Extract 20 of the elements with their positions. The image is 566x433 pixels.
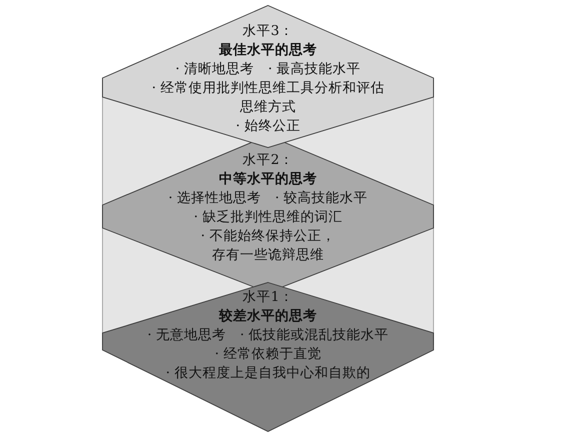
level-title: 最佳水平的思考 xyxy=(219,41,317,60)
level-label: 水平1： xyxy=(242,288,294,307)
level-label: 水平2： xyxy=(242,151,294,170)
bullet-point: · 经常依赖于直觉 xyxy=(214,345,322,364)
level-title: 较差水平的思考 xyxy=(219,307,317,326)
bullet-point: · 较高技能水平 xyxy=(275,189,368,208)
bullet-point: · 始终公正 xyxy=(236,117,300,136)
bullet-point: · 经常使用批判性思维工具分析和评估思维方式 xyxy=(150,79,386,117)
bullet-point: · 很大程度上是自我中心和自欺的 xyxy=(166,364,370,383)
bullet-point: · 不能始终保持公正，存有一些诡辩思维 xyxy=(200,227,336,265)
level-diamond xyxy=(102,282,434,432)
bullet-point: · 缺乏批判性思维的词汇 xyxy=(194,208,342,227)
bullet-point: · 最高技能水平 xyxy=(268,60,361,79)
level-diamond xyxy=(102,5,434,148)
bullet-point: · 低技能或混乱技能水平 xyxy=(240,326,389,345)
level-title: 中等水平的思考 xyxy=(219,170,317,189)
bullet-point: · 选择性地思考 xyxy=(168,189,261,208)
bullet-point: · 清晰地思考 xyxy=(175,60,254,79)
level-label: 水平3： xyxy=(242,22,294,41)
bullet-point: · 无意地思考 xyxy=(147,326,226,345)
